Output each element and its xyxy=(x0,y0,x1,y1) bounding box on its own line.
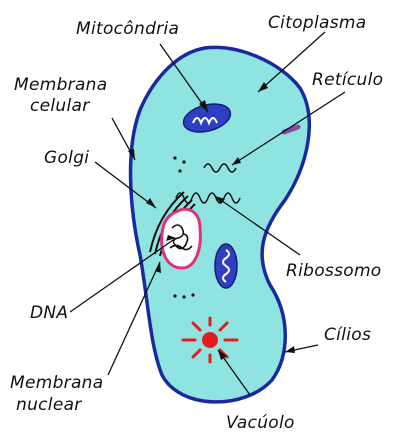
label-ribossomo: Ribossomo xyxy=(286,261,382,281)
label-dna: DNA xyxy=(30,303,68,323)
label-golgi: Golgi xyxy=(44,148,89,168)
label-citoplasma: Citoplasma xyxy=(268,13,366,33)
label-mitocondria: Mitocôndria xyxy=(76,19,179,39)
mitochondrion-lower xyxy=(215,244,237,288)
label-cilios: Cílios xyxy=(324,325,371,345)
label-membrana-celular-line2: celular xyxy=(30,96,90,116)
label-membrana-nuclear-line1: Membrana xyxy=(10,373,103,393)
label-membrana-celular-line1: Membrana xyxy=(14,75,107,95)
label-vacuolo: Vacúolo xyxy=(226,413,295,433)
label-reticulo: Retículo xyxy=(312,70,383,90)
label-membrana-nuclear-line2: nuclear xyxy=(16,395,82,415)
